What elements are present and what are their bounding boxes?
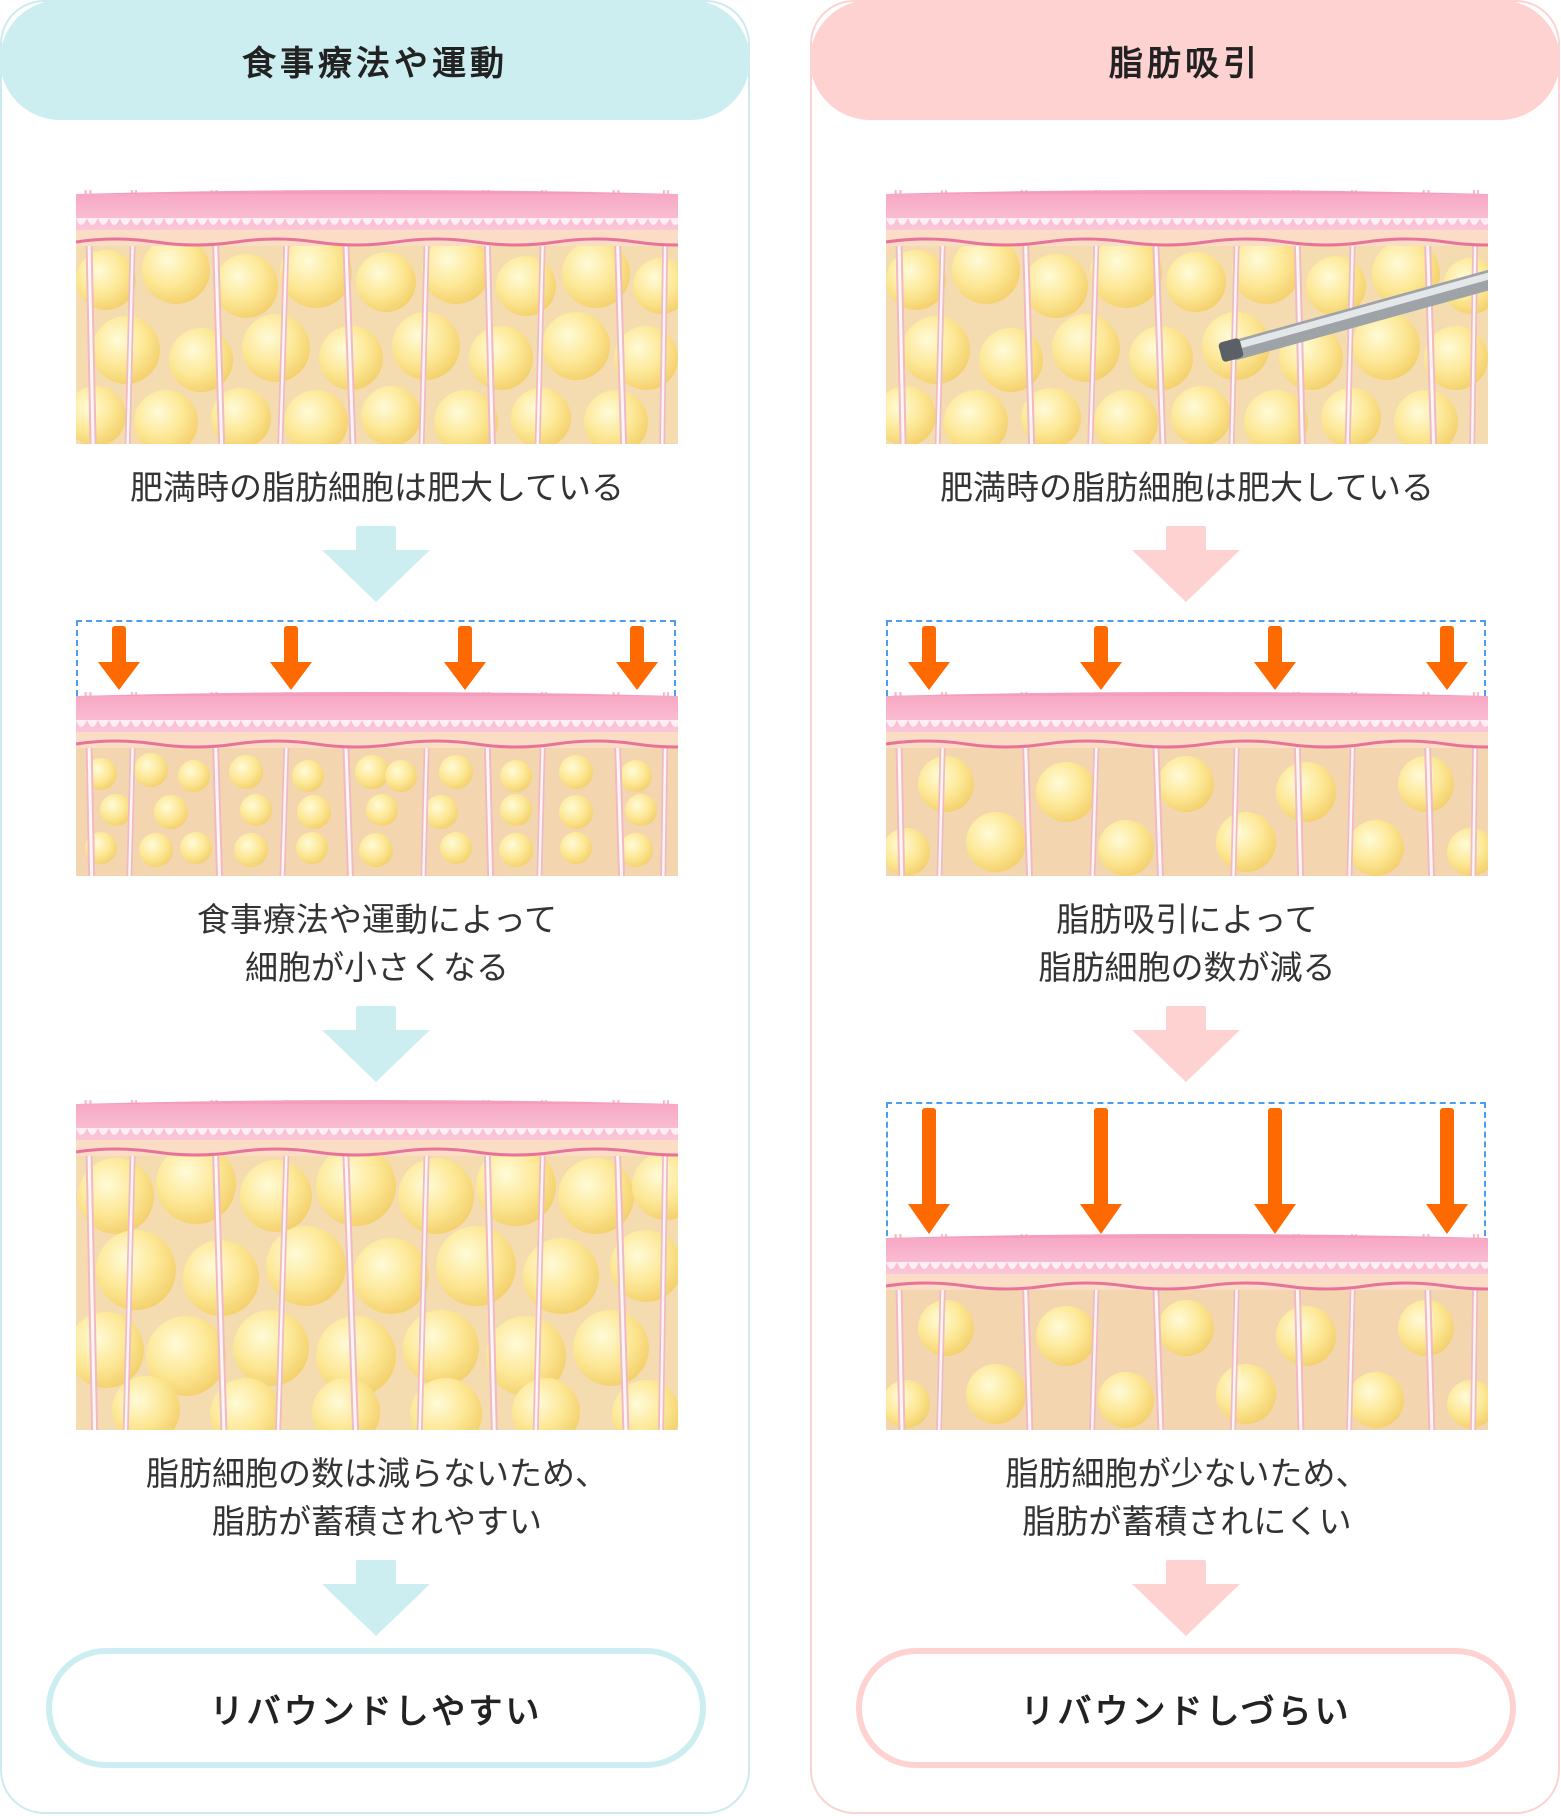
down-arrow-icon [322, 1560, 430, 1636]
orange-down-arrow-icon [1080, 1108, 1122, 1234]
down-arrow-icon [322, 526, 430, 602]
skin-cross-section-step3 [76, 1100, 678, 1430]
skin-cross-section-step3 [886, 1234, 1488, 1430]
orange-down-arrow-icon [98, 626, 140, 690]
liposuction-column: 脂肪吸引 肥満時の脂肪細胞は肥大している 脂肪吸引によって 脂肪細胞の数が減る … [810, 0, 1560, 1814]
step3-caption-line1: 脂肪細胞が少ないため、 [1005, 1454, 1369, 1493]
step3-caption-line2: 脂肪が蓄積されやすい [212, 1502, 542, 1541]
skin-cross-section-step2 [886, 692, 1488, 876]
down-arrow-icon [322, 1006, 430, 1082]
down-arrow-icon [1132, 1006, 1240, 1082]
diet-exercise-column: 食事療法や運動 肥満時の脂肪細胞は肥大している 食事療法や運動によって 細胞が小… [0, 0, 750, 1814]
stable-fat-illustration [886, 1234, 1488, 1430]
step3-caption-line2: 脂肪が蓄積されにくい [1022, 1502, 1352, 1541]
step2-caption-line1: 脂肪吸引によって [1056, 900, 1318, 939]
skin-cross-section-step2 [76, 692, 678, 876]
skin-cross-section-step1 [76, 190, 678, 444]
column-title: 食事療法や運動 [0, 0, 750, 120]
step2-caption-line2: 脂肪細胞の数が減る [1038, 948, 1336, 987]
orange-down-arrow-icon [444, 626, 486, 690]
regrown-fat-illustration [76, 1100, 678, 1430]
orange-down-arrow-icon [1426, 1108, 1468, 1234]
cannula-icon [1218, 269, 1488, 362]
result-badge: リバウンドしやすい [46, 1648, 706, 1768]
shrunken-fat-illustration [76, 692, 678, 876]
fat-tissue-illustration [76, 190, 678, 444]
step2-caption-line1: 食事療法や運動によって [196, 900, 558, 939]
fat-tissue-with-cannula-illustration [886, 190, 1488, 444]
step3-caption-line1: 脂肪細胞の数は減らないため、 [146, 1454, 608, 1493]
skin-cross-section-step1 [886, 190, 1488, 444]
orange-down-arrow-icon [616, 626, 658, 690]
orange-down-arrow-icon [1426, 626, 1468, 690]
step1-caption: 肥満時の脂肪細胞は肥大している [939, 468, 1434, 507]
step2-caption-line2: 細胞が小さくなる [245, 948, 509, 987]
orange-down-arrow-icon [1254, 626, 1296, 690]
column-title: 脂肪吸引 [810, 0, 1560, 120]
pressure-area [886, 1102, 1486, 1246]
down-arrow-icon [1132, 526, 1240, 602]
orange-down-arrow-icon [1254, 1108, 1296, 1234]
orange-down-arrow-icon [270, 626, 312, 690]
reduced-fat-illustration [886, 692, 1488, 876]
result-badge: リバウンドしづらい [856, 1648, 1516, 1768]
orange-down-arrow-icon [908, 1108, 950, 1234]
down-arrow-icon [1132, 1560, 1240, 1636]
orange-down-arrow-icon [908, 626, 950, 690]
step1-caption: 肥満時の脂肪細胞は肥大している [129, 468, 624, 507]
orange-down-arrow-icon [1080, 626, 1122, 690]
